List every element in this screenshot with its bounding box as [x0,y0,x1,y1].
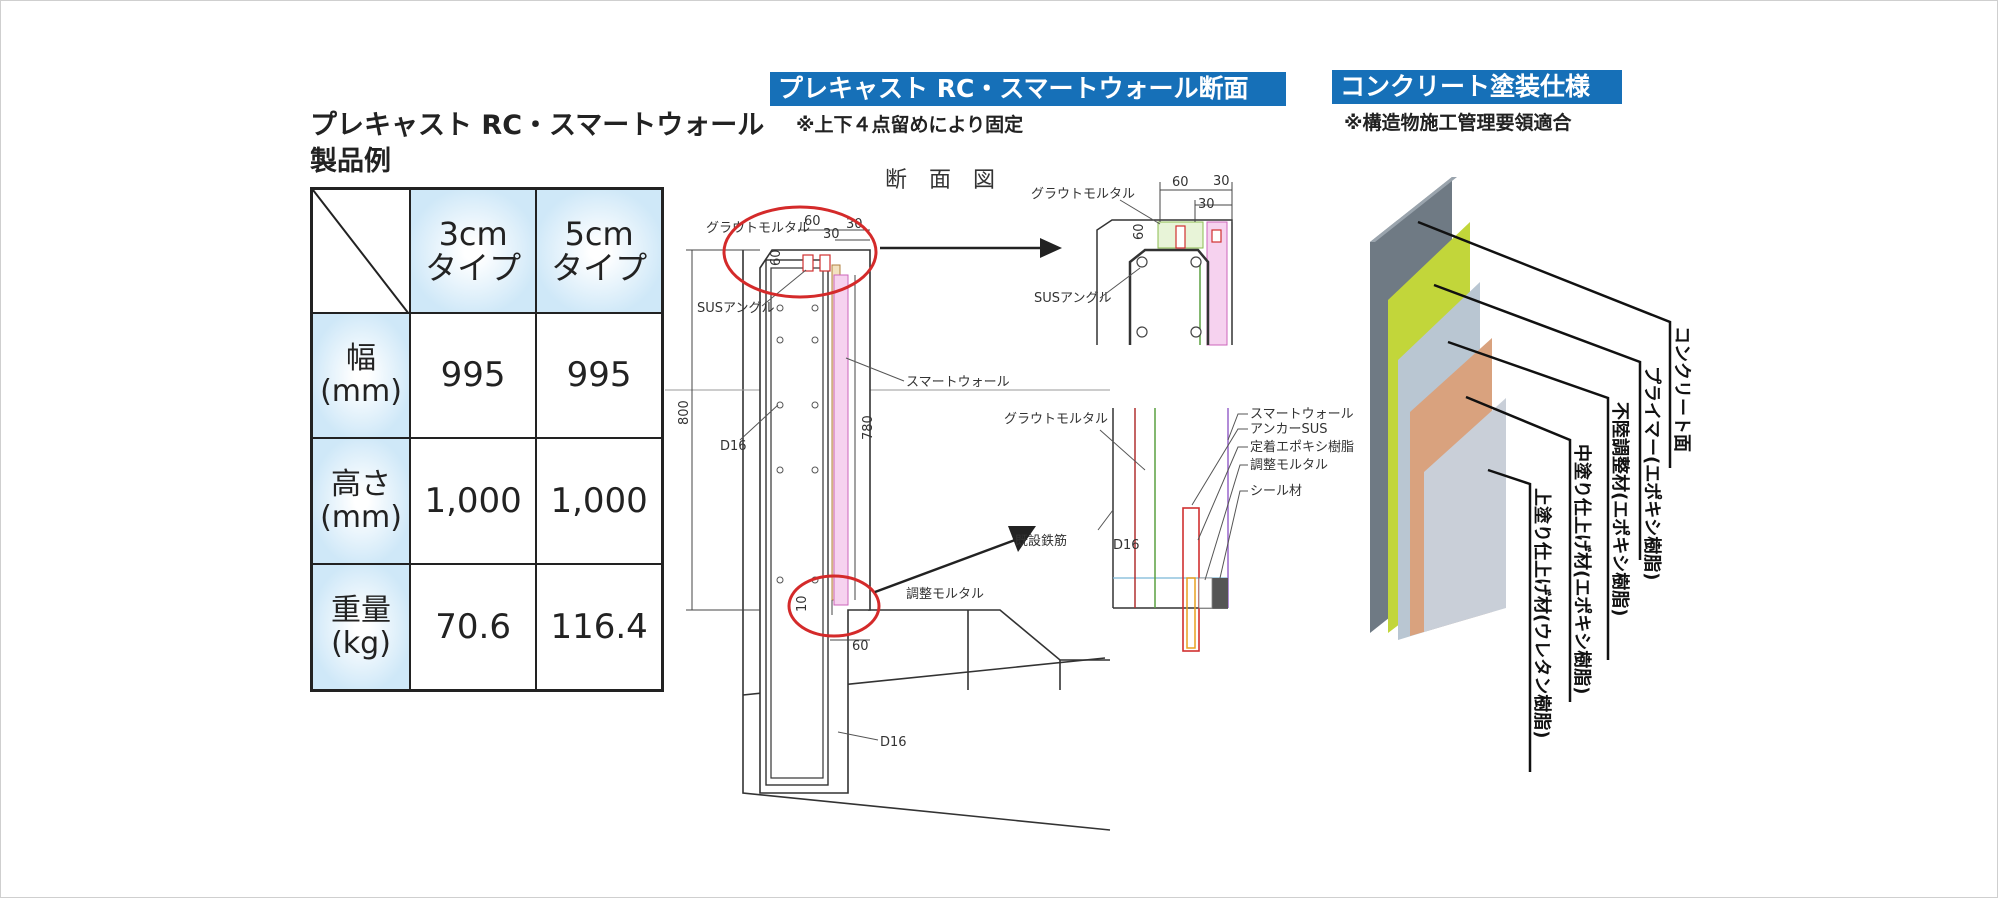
row-header-height: 高さ (mm) [310,437,411,565]
weight-5cm-value: 116.4 [535,562,664,692]
height-5cm-value: 1,000 [535,437,664,565]
table-row: 重量 (kg) 70.6 116.4 [310,562,664,692]
table-row: 高さ (mm) 1,000 1,000 [310,437,664,565]
product-title-line1: プレキャスト RC・スマートウォール [310,110,765,141]
coating-note: ※構造物施工管理要領適合 [1344,112,1572,134]
coating-banner: コンクリート塗装仕様 [1332,70,1622,104]
width-5cm-value: 995 [535,311,664,440]
product-title-line2: 製品例 [310,146,391,177]
row-header-width: 幅 (mm) [310,311,411,440]
section-banner: プレキャスト RC・スマートウォール断面 [770,72,1286,106]
column-header-3cm: 3cm タイプ [408,187,538,314]
column-header-5cm: 5cm タイプ [535,187,664,314]
product-example-title: プレキャスト RC・スマートウォール 製品例 [310,108,764,180]
table-corner-cell [310,187,411,314]
table-row: 幅 (mm) 995 995 [310,311,664,440]
corner-diagonal [313,190,409,314]
height-3cm-value: 1,000 [408,437,538,565]
weight-3cm-value: 70.6 [408,562,538,692]
section-note: ※上下４点留めにより固定 [796,114,1024,136]
row-header-weight: 重量 (kg) [310,562,411,692]
product-spec-table: 3cm タイプ 5cm タイプ 幅 (mm) 995 995 高さ (mm) 1… [310,187,664,692]
width-3cm-value: 995 [408,311,538,440]
